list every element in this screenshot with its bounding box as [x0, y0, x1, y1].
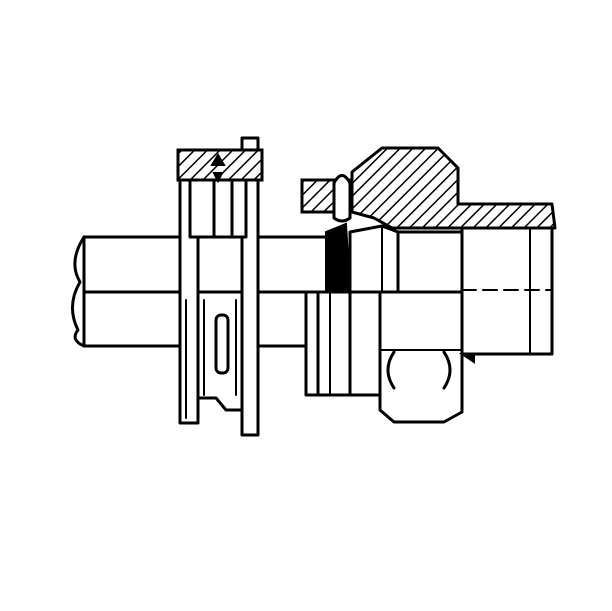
threaded-end: [458, 226, 554, 364]
nut-hex: [304, 224, 400, 397]
seal-ring: [325, 222, 352, 293]
bulkhead-locknut: [176, 148, 264, 239]
bulkhead-panel: [178, 136, 260, 437]
union-body-hex: [378, 230, 464, 424]
bulkhead-union-body: [300, 146, 557, 230]
